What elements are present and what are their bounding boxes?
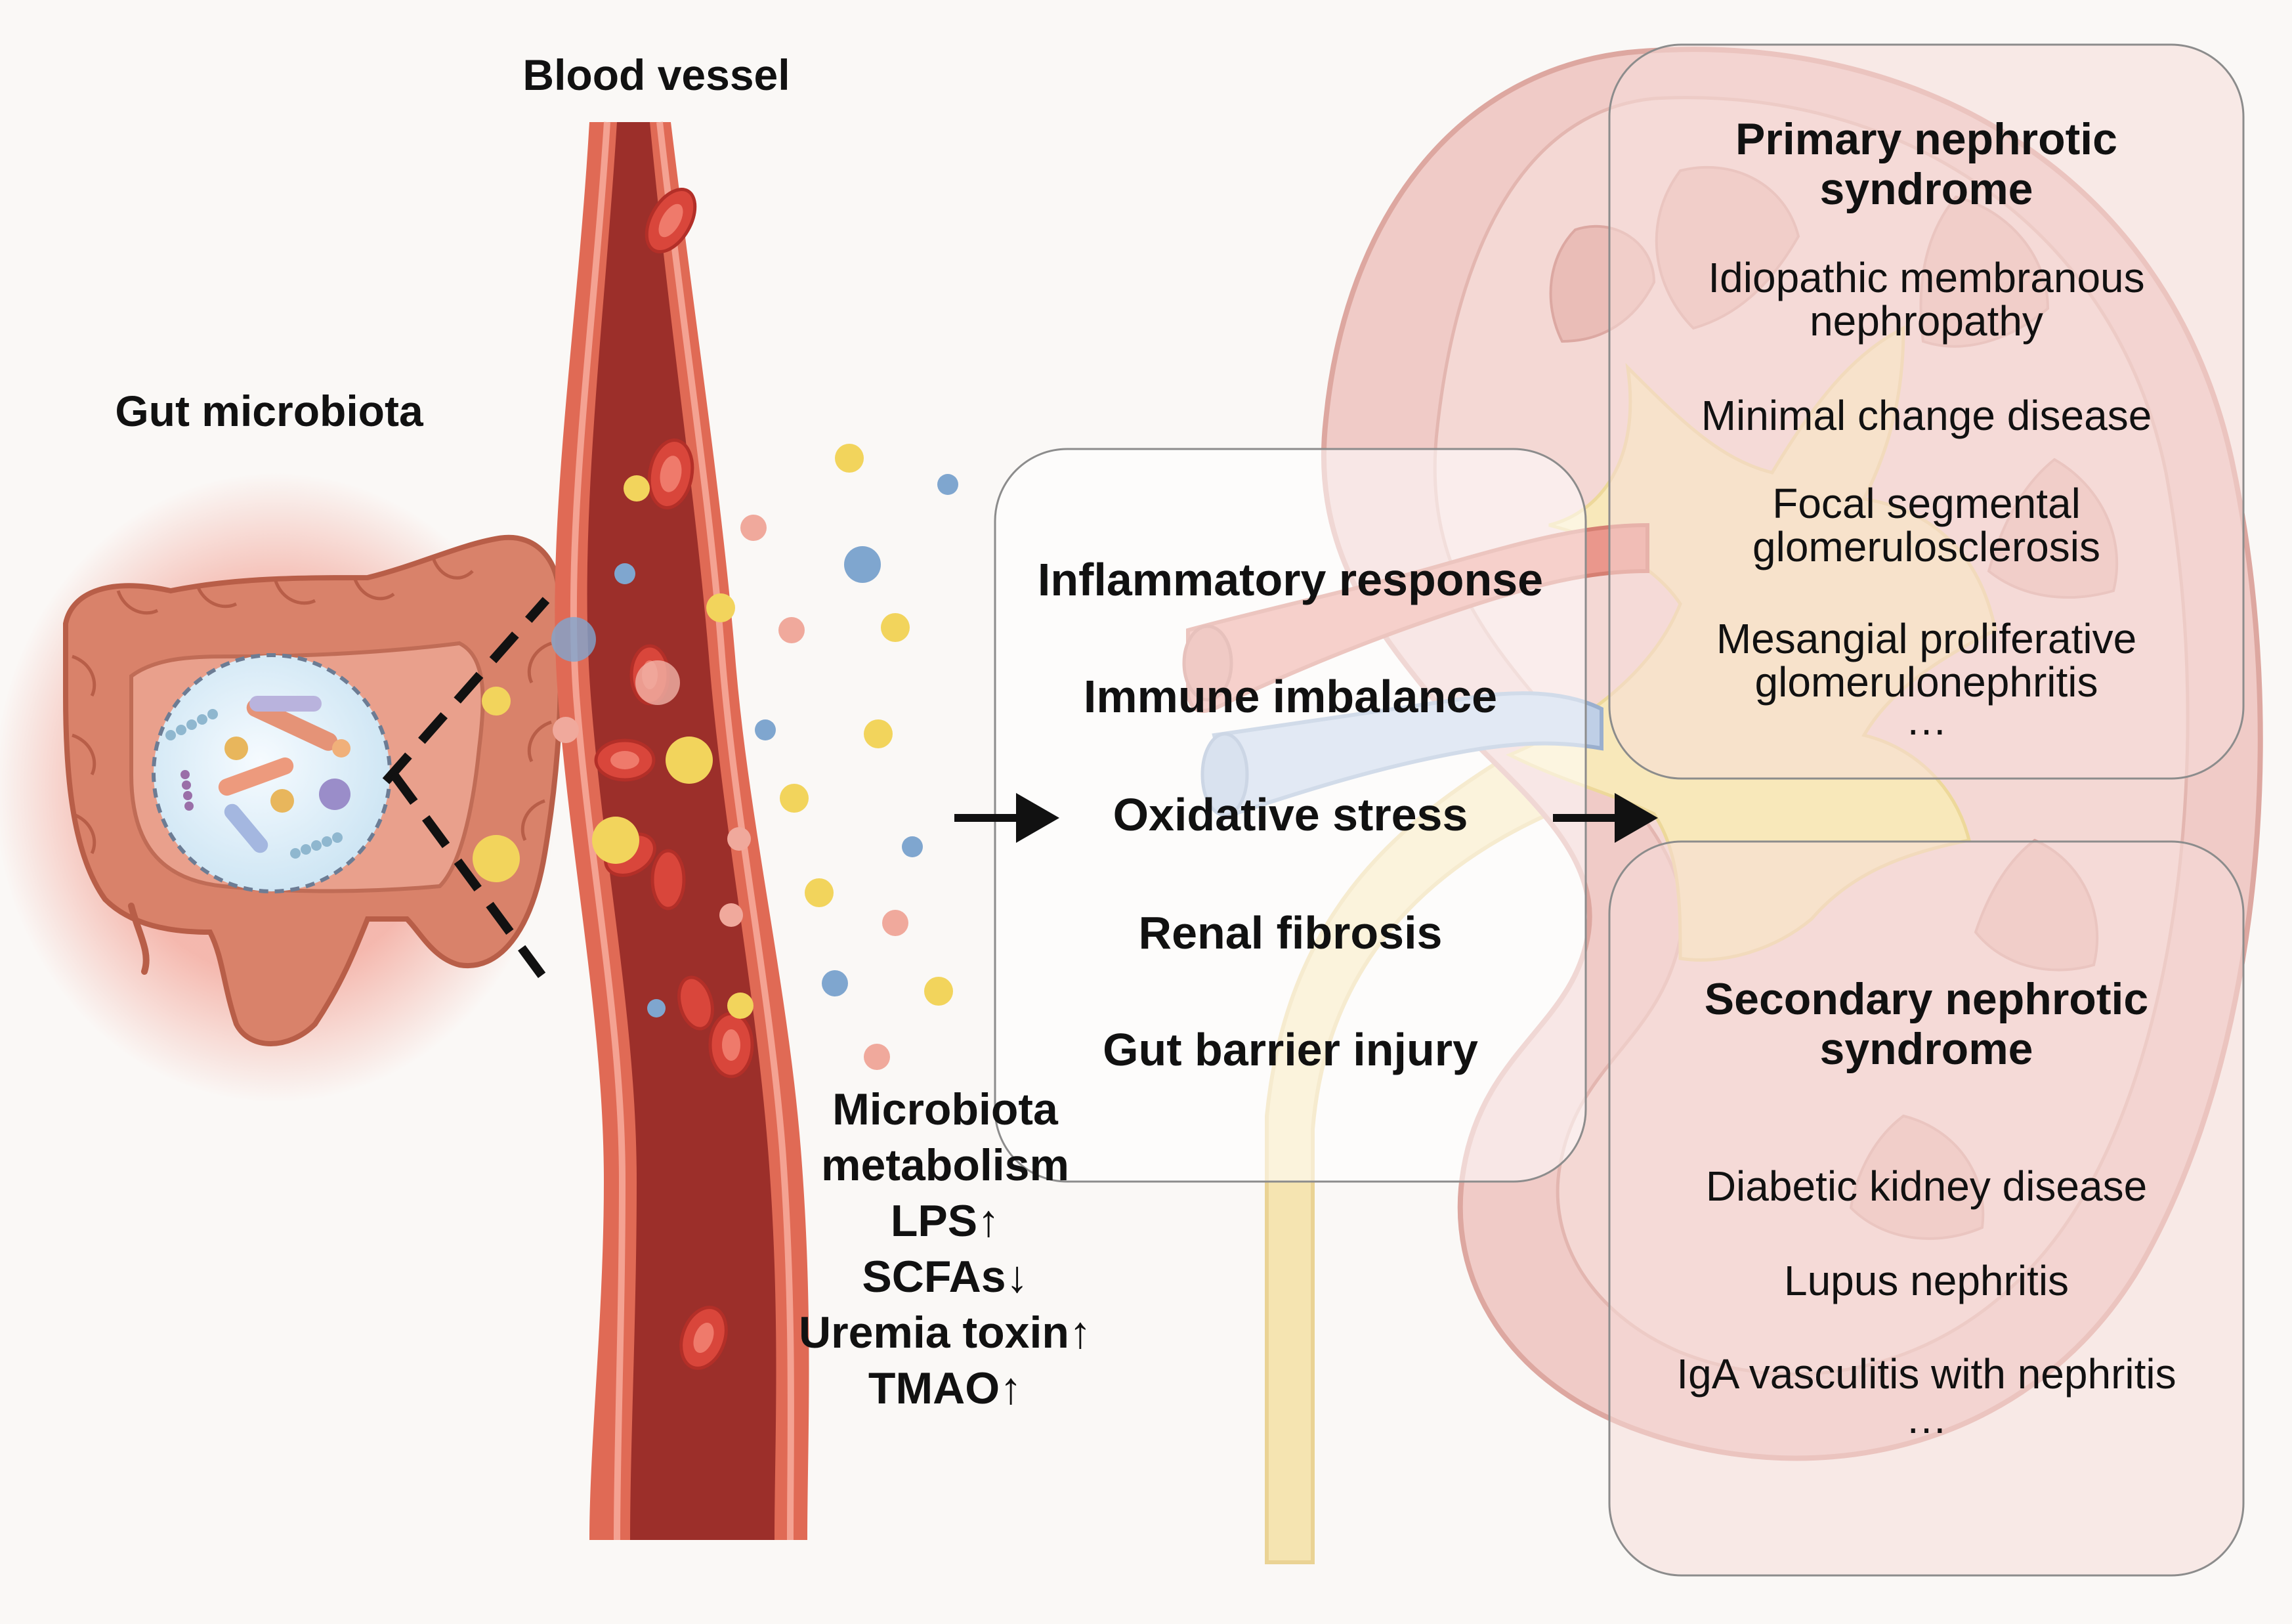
secondary-title-line1: Secondary nephrotic: [1704, 974, 2149, 1024]
primary-item-imn-line1: Idiopathic membranous: [1708, 254, 2145, 301]
metabolite-tmao: TMAO↑: [868, 1363, 1023, 1413]
primary-syndrome-box: [1608, 43, 2245, 780]
primary-item-mcd: Minimal change disease: [1609, 394, 2243, 437]
metabolite-scfas: SCFAs↓: [862, 1252, 1029, 1302]
primary-ellipsis: …: [1905, 696, 1947, 744]
primary-item-fsgs: Focal segmental glomerulosclerosis: [1609, 482, 2243, 568]
primary-item-imn: Idiopathic membranous nephropathy: [1609, 256, 2243, 343]
secondary-item-lupus: Lupus nephritis: [1783, 1257, 2069, 1304]
secondary-item-igav: IgA vasculitis with nephritis: [1676, 1350, 2176, 1398]
metabolite-particles: [706, 444, 958, 1070]
secondary-syndrome-title: Secondary nephrotic syndrome: [1609, 974, 2243, 1074]
metabolite-lps: LPS↑: [890, 1196, 1000, 1246]
primary-item-mspgn: Mesangial proliferative glomerulonephrit…: [1609, 617, 2243, 704]
zoom-line-bottom: [390, 771, 553, 988]
secondary-ellipsis: …: [1905, 1395, 1947, 1442]
primary-item-mspgn-line2: glomerulonephritis: [1754, 658, 2098, 706]
metabolism-title-line2: metabolism: [821, 1140, 1069, 1190]
primary-item-mcd-line1: Minimal change disease: [1701, 392, 2152, 439]
primary-title-line1: Primary nephrotic: [1735, 114, 2117, 164]
primary-syndrome-title: Primary nephrotic syndrome: [1609, 114, 2243, 214]
blood-vessel-label: Blood vessel: [522, 51, 790, 99]
mechanism-gut-barrier-injury: Gut barrier injury: [1103, 1024, 1478, 1075]
primary-item-imn-line2: nephropathy: [1810, 297, 2043, 345]
secondary-title-line2: syndrome: [1819, 1024, 2033, 1074]
primary-item-mspgn-line1: Mesangial proliferative: [1716, 615, 2137, 662]
metabolism-title-line1: Microbiota: [832, 1084, 1058, 1134]
mechanism-oxidative-stress: Oxidative stress: [1113, 789, 1468, 840]
arrow-to-mechanisms: [954, 793, 1059, 843]
mechanism-inflammatory-response: Inflammatory response: [1037, 554, 1544, 605]
mechanism-renal-fibrosis: Renal fibrosis: [1138, 907, 1443, 958]
arrow-to-kidney: [1553, 793, 1658, 843]
bacteria-cluster: [165, 696, 350, 859]
secondary-item-dkd: Diabetic kidney disease: [1705, 1163, 2148, 1210]
gut-illustration: [0, 473, 563, 1103]
primary-item-fsgs-line2: glomerulosclerosis: [1752, 523, 2100, 570]
primary-title-line2: syndrome: [1819, 164, 2033, 214]
blood-vessel-illustration: [551, 121, 809, 1541]
metabolism-block: Microbiota metabolism LPS↑ SCFAs↓ Uremia…: [748, 1082, 1142, 1417]
metabolite-uremia-toxin: Uremia toxin↑: [799, 1308, 1092, 1357]
gut-microbiota-label: Gut microbiota: [115, 387, 423, 435]
mechanism-immune-imbalance: Immune imbalance: [1083, 671, 1498, 722]
primary-item-fsgs-line1: Focal segmental: [1772, 480, 2081, 527]
zoom-line-top: [382, 597, 550, 784]
secondary-syndrome-box: [1608, 840, 2245, 1577]
